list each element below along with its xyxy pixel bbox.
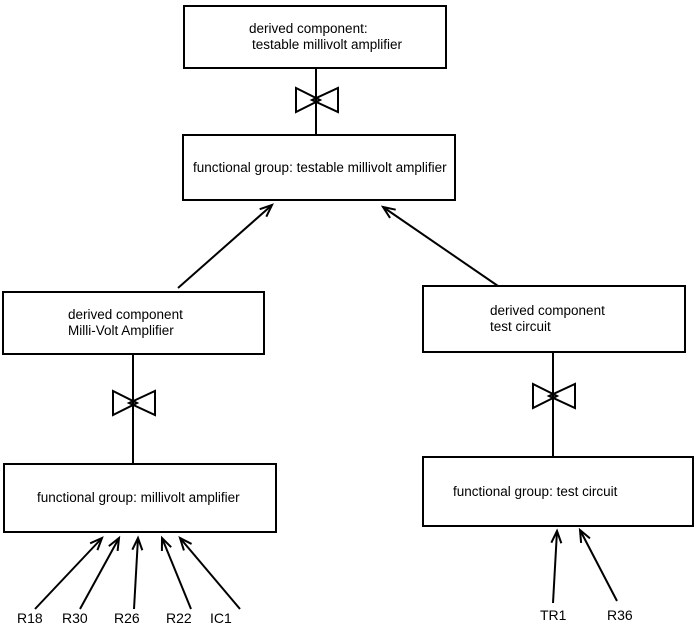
bowtie-connector-left	[112, 355, 156, 463]
component-label-r26: R26	[114, 610, 140, 626]
arrow-r26	[131, 535, 144, 610]
node-label-line2: Milli-Volt Amplifier	[68, 323, 174, 338]
node-derived-component-milli-volt-amplifier: derived component Milli-Volt Amplifier	[2, 291, 265, 355]
node-derived-component-test-circuit: derived component test circuit	[422, 285, 686, 353]
node-label-line1: derived component	[68, 307, 183, 322]
bowtie-icon	[532, 382, 576, 410]
bowtie-icon	[295, 86, 339, 114]
bowtie-icon	[112, 389, 156, 417]
component-label-r18: R18	[17, 610, 43, 626]
component-label-r30: R30	[62, 610, 88, 626]
node-label-line1: derived component:	[249, 21, 368, 36]
bowtie-connector-right	[532, 353, 576, 456]
node-derived-component-testable-millivolt-amplifier: derived component: testable millivolt am…	[183, 5, 447, 69]
node-label-line2: test circuit	[490, 319, 551, 334]
component-label-r36: R36	[607, 607, 633, 623]
node-functional-group-testable-millivolt-amplifier: functional group: testable millivolt amp…	[182, 134, 456, 201]
arrow-r36	[578, 527, 618, 602]
node-label: functional group: test circuit	[453, 483, 618, 499]
arrow-r22	[160, 535, 192, 610]
arrow-test-circuit-to-functional-testable	[380, 205, 499, 287]
node-label: functional group: testable millivolt amp…	[193, 159, 447, 175]
arrow-r18	[34, 536, 104, 610]
component-label-ic1: IC1	[210, 610, 232, 626]
node-functional-group-test-circuit: functional group: test circuit	[422, 456, 694, 527]
bowtie-connector-top	[295, 69, 339, 134]
arrow-millivolt-amplifier-to-functional-testable	[177, 203, 274, 289]
node-label-line2: testable millivolt amplifier	[252, 37, 403, 52]
node-label: functional group: millivolt amplifier	[37, 490, 240, 505]
node-label-line1: derived component	[490, 303, 605, 318]
component-label-tr1: TR1	[540, 607, 567, 623]
arrow-ic1	[178, 536, 241, 610]
arrow-tr1	[550, 528, 563, 604]
node-functional-group-millivolt-amplifier: functional group: millivolt amplifier	[3, 463, 277, 533]
component-label-r22: R22	[166, 610, 192, 626]
arrow-r30	[79, 535, 121, 610]
